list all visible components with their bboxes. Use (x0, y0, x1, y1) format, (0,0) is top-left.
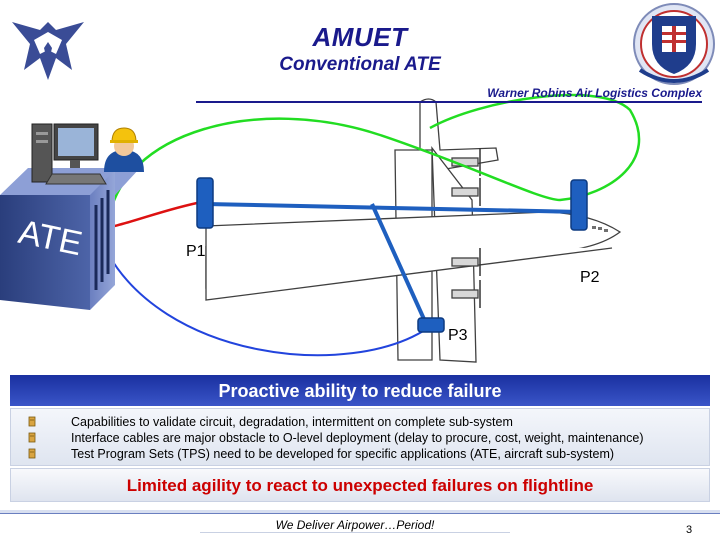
blue-harness-branch (370, 203, 430, 329)
page-number: 3 (686, 524, 693, 536)
port-label-p1: P1 (186, 243, 206, 260)
blue-cable (103, 245, 429, 357)
bullet-text: Test Program Sets (TPS) need to be devel… (71, 447, 615, 461)
air-force-logo (12, 22, 84, 80)
connector-p1 (196, 177, 214, 229)
callout-box (10, 468, 710, 502)
bullet-icon (28, 448, 36, 459)
bullet-text: Capabilities to validate circuit, degrad… (71, 415, 513, 429)
blue-harness-main (205, 202, 583, 214)
bullet-icon (28, 432, 36, 443)
banner-text: Proactive ability to reduce failure (218, 381, 502, 401)
header-rule (196, 101, 702, 103)
bullet-text: Interface cables are major obstacle to O… (71, 431, 644, 445)
port-label-p3: P3 (448, 327, 468, 344)
computer-icon (31, 123, 107, 185)
green-cable (106, 93, 641, 225)
aircraft-diagram: ATE P1 P2 P3 (0, 3, 715, 363)
callout-text: Limited agility to react to unexpected f… (126, 476, 594, 495)
bullet-list: Capabilities to validate circuit, degrad… (10, 408, 710, 466)
technician-icon (104, 127, 144, 172)
slide-title: AMUET (312, 22, 408, 52)
slide-subtitle: Conventional ATE (279, 54, 441, 75)
banner-bar (10, 375, 710, 406)
organization-label: Warner Robins Air Logistics Complex (487, 86, 702, 100)
command-seal-logo (633, 3, 715, 85)
footer-bar (0, 510, 720, 514)
port-label-p2: P2 (580, 269, 600, 286)
bullet-icon (28, 416, 36, 427)
ate-cabinet (0, 168, 140, 310)
connector-p3 (417, 317, 445, 333)
footer-motto: We Deliver Airpower…Period! (200, 518, 510, 533)
connector-p2 (570, 179, 588, 231)
footer-rule (0, 513, 720, 514)
aircraft-silhouette (205, 98, 622, 363)
